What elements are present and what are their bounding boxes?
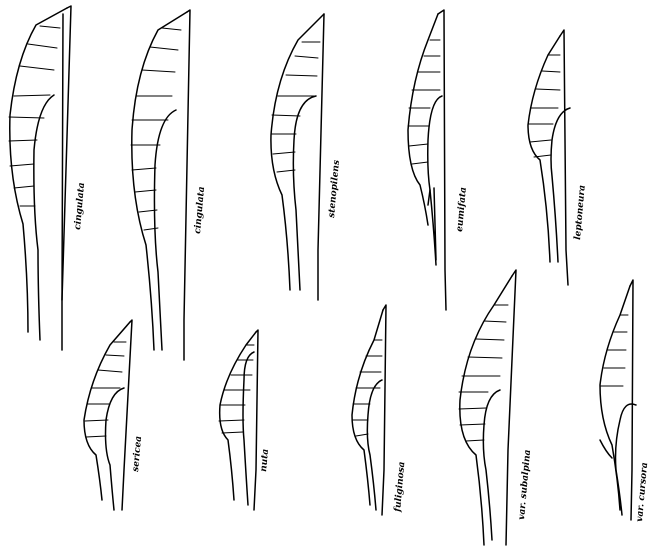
specimen-label-4: eumifata bbox=[455, 186, 469, 232]
specimen-label-1: cingulata bbox=[73, 182, 87, 230]
specimen-drawing-9: var. subalpina bbox=[459, 270, 533, 545]
specimen-label-8: fuliginosa bbox=[393, 461, 407, 513]
specimen-label-5: leptoneura bbox=[573, 184, 588, 240]
specimen-label-3: stenopilens bbox=[327, 160, 342, 219]
specimen-label-6: sericea bbox=[131, 435, 144, 472]
specimen-label-2: cingulata bbox=[193, 186, 207, 234]
specimen-drawing-1: cingulata bbox=[9, 6, 87, 350]
specimen-label-7: nuta bbox=[259, 448, 271, 472]
specimen-drawing-5: leptoneura bbox=[528, 30, 588, 285]
specimen-drawing-3: stenopilens bbox=[271, 14, 342, 300]
specimen-drawing-6: sericea bbox=[84, 320, 144, 510]
specimen-label-10: var. cursora bbox=[635, 462, 650, 522]
specimen-drawing-8: fuliginosa bbox=[352, 305, 407, 515]
specimen-drawing-2: cingulata bbox=[131, 10, 207, 360]
specimen-drawing-7: nuta bbox=[219, 330, 271, 510]
specimen-drawing-4: eumifata bbox=[408, 10, 469, 310]
specimen-label-9: var. subalpina bbox=[517, 449, 533, 520]
specimen-drawing-10: var. cursora bbox=[600, 280, 650, 522]
